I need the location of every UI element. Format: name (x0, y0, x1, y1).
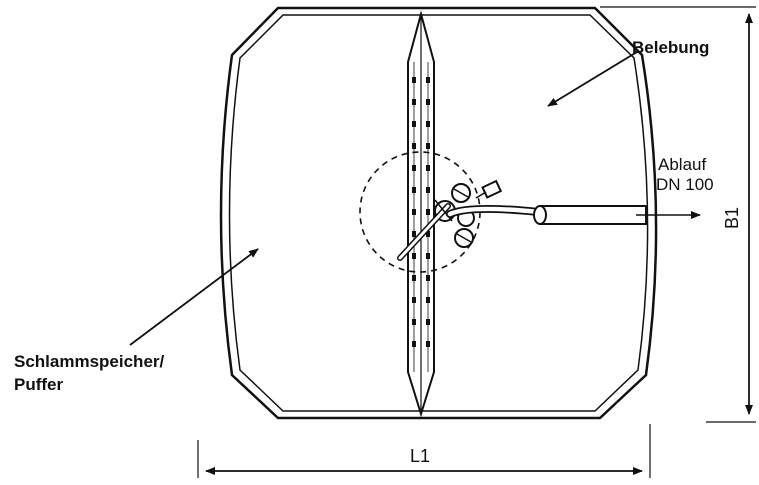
dimension-l1 (197, 424, 651, 478)
partition-opening (426, 275, 430, 281)
ablauf-dn-label: DN 100 (656, 175, 714, 194)
dimension-b1 (600, 6, 756, 423)
partition-opening (426, 297, 430, 303)
partition-opening (412, 187, 416, 193)
partition-opening (412, 253, 416, 259)
partition-opening (412, 341, 416, 347)
schlammspeicher-arrow (129, 248, 259, 346)
partition-opening (412, 165, 416, 171)
partition-opening (426, 121, 430, 127)
belebung-label: Belebung (632, 38, 709, 57)
partition-opening (426, 77, 430, 83)
partition-opening (426, 165, 430, 171)
partition-opening (426, 253, 430, 259)
tank-inner-wall (228, 14, 649, 412)
partition-opening (412, 209, 416, 215)
partition-opening (412, 319, 416, 325)
partition-opening (426, 99, 430, 105)
puffer-label: Puffer (14, 375, 64, 394)
partition-opening (426, 319, 430, 325)
belebung-arrow (547, 51, 638, 107)
dimension-b1-label: B1 (722, 207, 742, 229)
partition-opening (412, 99, 416, 105)
partition-opening (412, 77, 416, 83)
partition-opening (426, 209, 430, 215)
partition-opening (412, 297, 416, 303)
partition-opening (412, 143, 416, 149)
partition-opening (426, 231, 430, 237)
ablauf-label: Ablauf (658, 155, 706, 174)
partition-opening (412, 231, 416, 237)
outlet-pipe (446, 204, 701, 225)
partition-opening (412, 121, 416, 127)
partition-opening (412, 275, 416, 281)
partition-opening (426, 341, 430, 347)
partition-opening (426, 187, 430, 193)
partition-openings (412, 77, 430, 347)
partition-wall (407, 10, 435, 418)
dimension-l1-label: L1 (410, 446, 430, 466)
schlammspeicher-label: Schlammspeicher/ (14, 352, 165, 371)
partition-opening (426, 143, 430, 149)
tank-outer-wall (219, 6, 658, 420)
